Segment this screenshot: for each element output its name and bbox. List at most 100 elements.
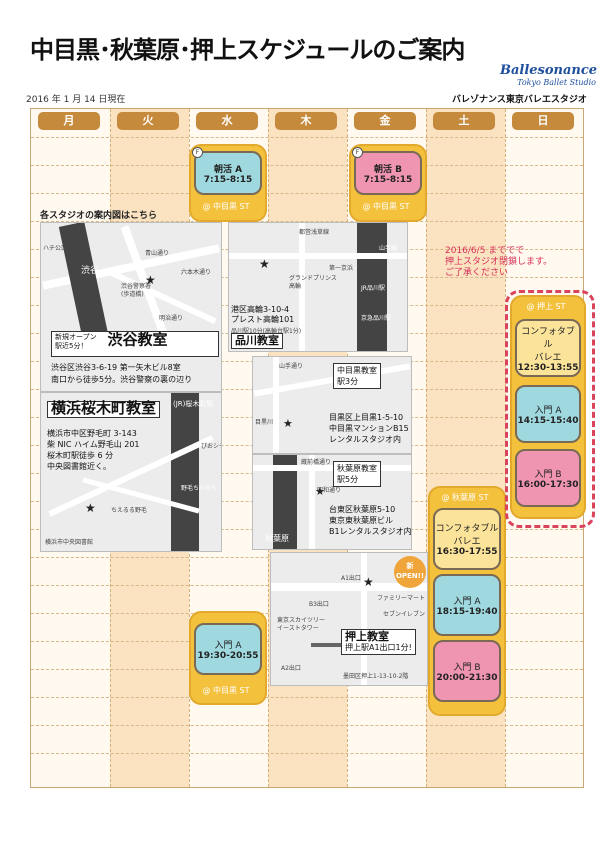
- badge-text: 新 OPEN!!: [395, 562, 425, 580]
- sun-oshiage-slot: @ 押上 ST コンフォタブル バレエ 12:30-13:55 入門 A 14:…: [510, 295, 586, 519]
- brand-logo: Ballesonance Tokyo Ballet Studio: [500, 63, 598, 88]
- comfortable-ballet-card[interactable]: コンフォタブル バレエ 16:30-17:55: [433, 508, 501, 570]
- map-label: B3出口: [309, 601, 329, 608]
- map-label: ぴおシティ: [201, 443, 221, 450]
- location-label: @ 押上 ST: [526, 302, 566, 311]
- map-label: JR品川駅: [361, 285, 385, 292]
- map-label: A1出口: [341, 575, 361, 582]
- class-time: 7:15-8:15: [363, 174, 413, 185]
- notice-line: 2016/6/5 まででで: [445, 246, 525, 256]
- map-label: 青山通り: [145, 250, 170, 257]
- oshiage-label-box: 押上教室 押上駅A1出口1分!: [341, 629, 416, 655]
- location-star-icon: ★: [315, 485, 325, 498]
- address-line: 墨田区押上1-13-10-2階: [343, 673, 409, 680]
- class-title: コンフォタブル: [521, 326, 575, 350]
- address-line: 東京東秋葉原ビル: [329, 516, 393, 525]
- akihabara-label-box: 秋葉原教室 駅5分: [333, 461, 381, 487]
- shibuya-map[interactable]: ハチ公口 渋谷 青山通り 六本木通り 渋谷警察署 (歩道橋) 明治通り ★ 新規…: [40, 222, 222, 392]
- address-line: B1レンタルスタジオ内: [329, 527, 412, 536]
- map-label: 山手通り: [279, 363, 304, 370]
- as-of-date: 2016 年 1 月 14 日現在: [26, 95, 126, 105]
- map-label: 渋谷: [81, 266, 100, 276]
- map-label: 野毛ちかみち: [181, 485, 218, 492]
- nakameguro-map[interactable]: 山手通り 目黒川 ★ 中目黒教室 駅3分 目黒区上目黒1-5-10 中目黒マンシ…: [252, 356, 412, 454]
- map-label: ファミリーマート: [377, 595, 426, 602]
- access-note: 駅5分: [337, 475, 359, 484]
- map-label: ちえるる野毛: [111, 507, 147, 514]
- map-label: 都営浅草線: [299, 229, 330, 236]
- class-title: 入門 A: [534, 405, 562, 416]
- studio-name-shinagawa: 品川教室: [235, 334, 279, 347]
- studio-name-shibuya: 渋谷教室: [107, 330, 168, 349]
- class-time: 20:00-21:30: [436, 672, 498, 683]
- nyumon-a-card[interactable]: 入門 A 19:30-20:55: [194, 623, 262, 675]
- address-line: 南口から徒歩5分。渋谷警察の裏の辺り: [51, 375, 193, 384]
- map-label: 東京スカイツリー: [277, 617, 326, 624]
- location-star-icon: ★: [363, 575, 374, 589]
- class-title: 入門 A: [453, 596, 481, 607]
- map-label: 目黒川: [255, 419, 274, 426]
- map-label: 明治通り: [159, 315, 184, 322]
- class-time: 16:00-17:30: [517, 479, 579, 490]
- yokohama-map[interactable]: 横浜桜木町教室 横浜市中区野毛町 3-143 柴 NIC ハイム野毛山 201 …: [40, 392, 222, 552]
- map-label: (歩道橋): [121, 291, 144, 298]
- class-title: 入門 B: [453, 662, 481, 673]
- map-label: セブンイレブン: [383, 611, 426, 618]
- yokohama-label-box: 横浜桜木町教室: [47, 399, 161, 418]
- nyumon-a-card[interactable]: 入門 A 14:15-15:40: [515, 385, 581, 443]
- akihabara-map[interactable]: 蔵前橋通り 昭和通り 秋葉原 ★ 秋葉原教室 駅5分 台東区秋葉原5-10 東京…: [252, 454, 412, 550]
- nyumon-b-card[interactable]: 入門 B 20:00-21:30: [433, 640, 501, 702]
- nyumon-b-card[interactable]: 入門 B 16:00-17:30: [515, 449, 581, 507]
- address-line: レンタルスタジオ内: [329, 435, 401, 444]
- address-line: 中央図書館近く。: [47, 462, 111, 471]
- shinagawa-map[interactable]: 都営浅草線 第一京浜 JR品川駅 京急品川駅 山手線 グランドプリンス 高輪 ★…: [228, 222, 408, 352]
- nyumon-a-card[interactable]: 入門 A 18:15-19:40: [433, 574, 501, 636]
- studio-name: バレゾナンス東京バレエスタジオ: [452, 95, 587, 105]
- day-header-sat: 土: [433, 112, 495, 130]
- new-open-badge: 新規オープン 駅近5分！: [55, 333, 97, 350]
- studio-name-oshiage: 押上教室: [345, 630, 389, 643]
- map-label: 渋谷警察署: [121, 283, 152, 290]
- map-label: ハチ公口: [43, 245, 68, 252]
- wed-morning-slot: 朝活 A 7:15-8:15 F @ 中目黒 ST: [189, 144, 267, 222]
- map-label: 蔵前橋通り: [301, 459, 332, 466]
- class-title: 入門 B: [534, 469, 562, 480]
- address-line: 目黒区上目黒1-5-10: [329, 413, 404, 422]
- address-line: 港区高輪3-10-4: [231, 305, 290, 314]
- map-label: グランドプリンス: [289, 275, 337, 282]
- fri-morning-slot: 朝活 B 7:15-8:15 F @ 中目黒 ST: [349, 144, 427, 222]
- day-header-wed: 水: [196, 112, 258, 130]
- access-note: 押上駅A1出口1分!: [345, 643, 412, 652]
- wed-evening-slot: 入門 A 19:30-20:55 @ 中目黒 ST: [189, 611, 267, 705]
- address-line: 中目黒マンションB15: [329, 424, 409, 433]
- class-subtitle: バレエ: [453, 537, 481, 547]
- class-time: 19:30-20:55: [197, 650, 259, 661]
- address-line: 台東区秋葉原5-10: [329, 505, 396, 514]
- studio-name-yokohama: 横浜桜木町教室: [51, 399, 157, 417]
- f-icon: F: [352, 147, 363, 158]
- closure-notice: 2016/6/5 まででで 押上スタジオ閉鎖します。 ご了承ください: [445, 246, 552, 279]
- location-star-icon: ★: [145, 273, 156, 287]
- day-header-sun: 日: [512, 112, 574, 130]
- f-icon: F: [192, 147, 203, 158]
- class-title: 朝活 A: [213, 164, 243, 175]
- class-time: 18:15-19:40: [436, 606, 498, 617]
- map-label: 六本木通り: [181, 269, 212, 276]
- address-line: 渋谷区渋谷3-6-19 第一矢木ビル8室: [51, 363, 181, 372]
- location-star-icon: ★: [259, 257, 270, 271]
- logo-wordmark: Ballesonance: [500, 63, 598, 78]
- day-header-thu: 木: [275, 112, 337, 130]
- shibuya-label-box: 新規オープン 駅近5分！ 渋谷教室: [51, 331, 219, 357]
- studio-name-nakameguro: 中目黒教室: [337, 366, 377, 375]
- comfortable-ballet-card[interactable]: コンフォタブル バレエ 12:30-13:55: [515, 319, 581, 377]
- studio-name-akihabara: 秋葉原教室: [337, 464, 377, 473]
- map-label: 京急品川駅: [361, 315, 392, 322]
- access-note: 品川駅10分(高輪台駅1分): [231, 328, 302, 335]
- map-label: 昭和通り: [317, 487, 342, 494]
- class-title: 朝活 B: [374, 164, 402, 175]
- location-star-icon: ★: [85, 501, 96, 515]
- asakatsu-b-card[interactable]: 朝活 B 7:15-8:15: [354, 151, 422, 195]
- address-line: プレスト高輪101: [231, 315, 295, 324]
- map-label: 第一京浜: [329, 265, 354, 272]
- asakatsu-a-card[interactable]: 朝活 A 7:15-8:15: [194, 151, 262, 195]
